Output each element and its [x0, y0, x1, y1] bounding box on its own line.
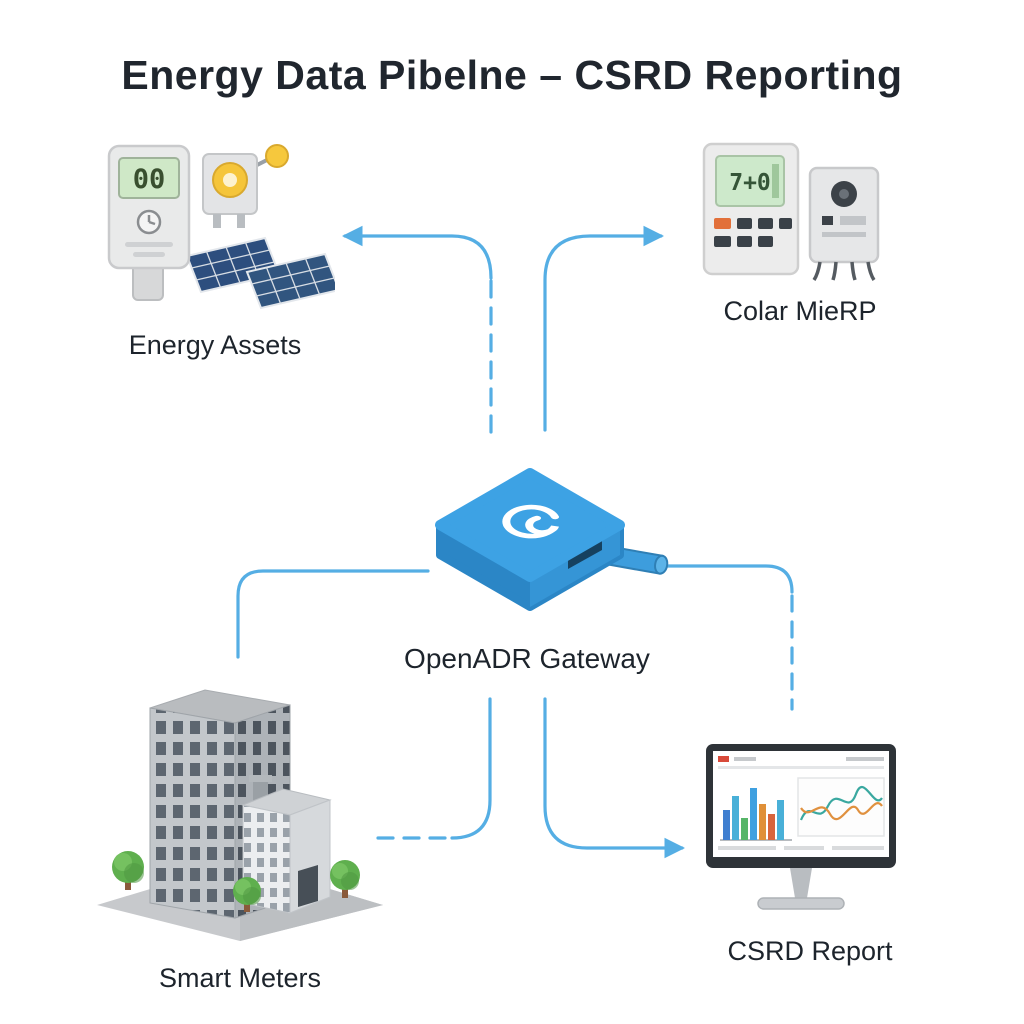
gateway-node [420, 455, 680, 635]
energy-assets-label: Energy Assets [128, 330, 302, 360]
connector-smart-meters-up [450, 697, 492, 840]
tree-icon [112, 851, 144, 890]
thermostat-icon: 7+0 [702, 142, 800, 276]
arrow-gateway-to-solar-erp [543, 225, 665, 432]
csrd-report-label: CSRD Report [727, 936, 893, 966]
energy-assets-node: 00 [95, 138, 335, 318]
energy-meter-icon: 00 [107, 144, 191, 301]
monitor-base [757, 897, 845, 910]
thermostat-buttons [714, 218, 792, 247]
smart-meters-node [85, 675, 395, 943]
monitor-icon [706, 744, 896, 910]
tree-icon [330, 860, 360, 898]
solar-erp-label: Colar MieRP [723, 296, 877, 326]
gateway-logo-icon [502, 504, 559, 539]
small-building [241, 775, 332, 914]
report-dashboard [718, 756, 885, 850]
din-relay-icon [808, 166, 880, 281]
sensor-device-icon [202, 144, 289, 228]
tree-icon [233, 877, 261, 912]
gateway-box-icon [435, 468, 669, 611]
arrow-gateway-to-energy-assets [341, 225, 493, 280]
bar-chart-icon [720, 788, 792, 841]
smart-meters-label: Smart Meters [158, 963, 322, 993]
buildings-icon [97, 689, 383, 941]
gateway-label: OpenADR Gateway [404, 643, 650, 674]
monitor-stand [790, 868, 812, 898]
solar-erp-node: 7+0 [698, 142, 898, 292]
meter-display: 00 [133, 164, 166, 195]
relay-pins [812, 261, 876, 281]
diagram-title: Energy Data Pibelne – CSRD Reporting [121, 52, 903, 98]
solar-erp-icon: 7+0 [702, 142, 880, 281]
energy-assets-icon: 00 [107, 144, 335, 310]
thermostat-display: 7+0 [729, 170, 771, 196]
csrd-report-node [698, 738, 908, 933]
line-chart-icon [797, 777, 885, 837]
solar-panel-icon [185, 236, 335, 310]
arrow-gateway-to-report [543, 697, 686, 859]
